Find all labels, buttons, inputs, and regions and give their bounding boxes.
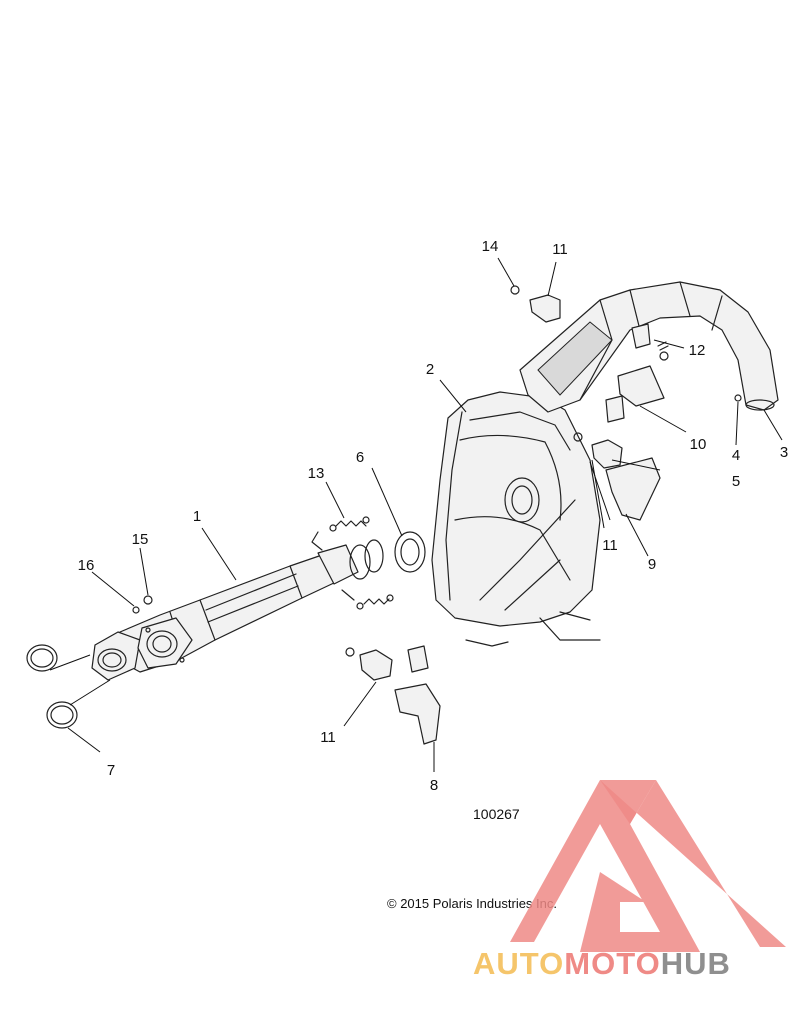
automotohub-watermark-text: AUTOMOTOHUB: [473, 946, 731, 982]
callout-3: 3: [780, 444, 788, 461]
drawing-number: 100267: [473, 806, 520, 822]
callout-4: 4: [732, 447, 740, 464]
watermark-text-hub: HUB: [660, 946, 731, 981]
part-1-head-pipe: [91, 531, 384, 681]
callout-8: 8: [430, 777, 438, 794]
callout-11-right: 11: [602, 537, 618, 554]
callout-labels: 1 2 3 4 5 6 7 8 9 10 11 11 11 12 13 14 1…: [78, 238, 789, 794]
callout-15: 15: [132, 531, 149, 548]
callout-12: 12: [689, 342, 706, 359]
callout-1: 1: [193, 508, 201, 525]
callout-7: 7: [107, 762, 115, 779]
callout-6: 6: [356, 449, 364, 466]
callout-10: 10: [690, 436, 707, 453]
callout-14: 14: [482, 238, 499, 255]
callout-13: 13: [308, 465, 325, 482]
part-6-gasket: [394, 531, 426, 573]
callout-2: 2: [426, 361, 434, 378]
callout-11-bottom: 11: [320, 729, 336, 746]
callout-11-top: 11: [552, 241, 568, 258]
callout-16: 16: [78, 557, 95, 574]
part-2-muffler: [431, 391, 601, 647]
part-3-tail-pipe: [519, 281, 779, 413]
automotohub-logo-icon: [510, 780, 786, 952]
copyright-notice: © 2015 Polaris Industries Inc.: [387, 896, 557, 911]
leader-lines: [49, 257, 783, 772]
part-7-seals: [26, 644, 78, 729]
watermark-text-moto: MOTO: [564, 946, 661, 981]
part-13-springs: [329, 516, 394, 610]
mounting-hardware: [132, 285, 742, 745]
callout-9: 9: [648, 556, 656, 573]
watermark-text-auto: AUTO: [473, 946, 565, 981]
callout-5: 5: [732, 473, 740, 490]
